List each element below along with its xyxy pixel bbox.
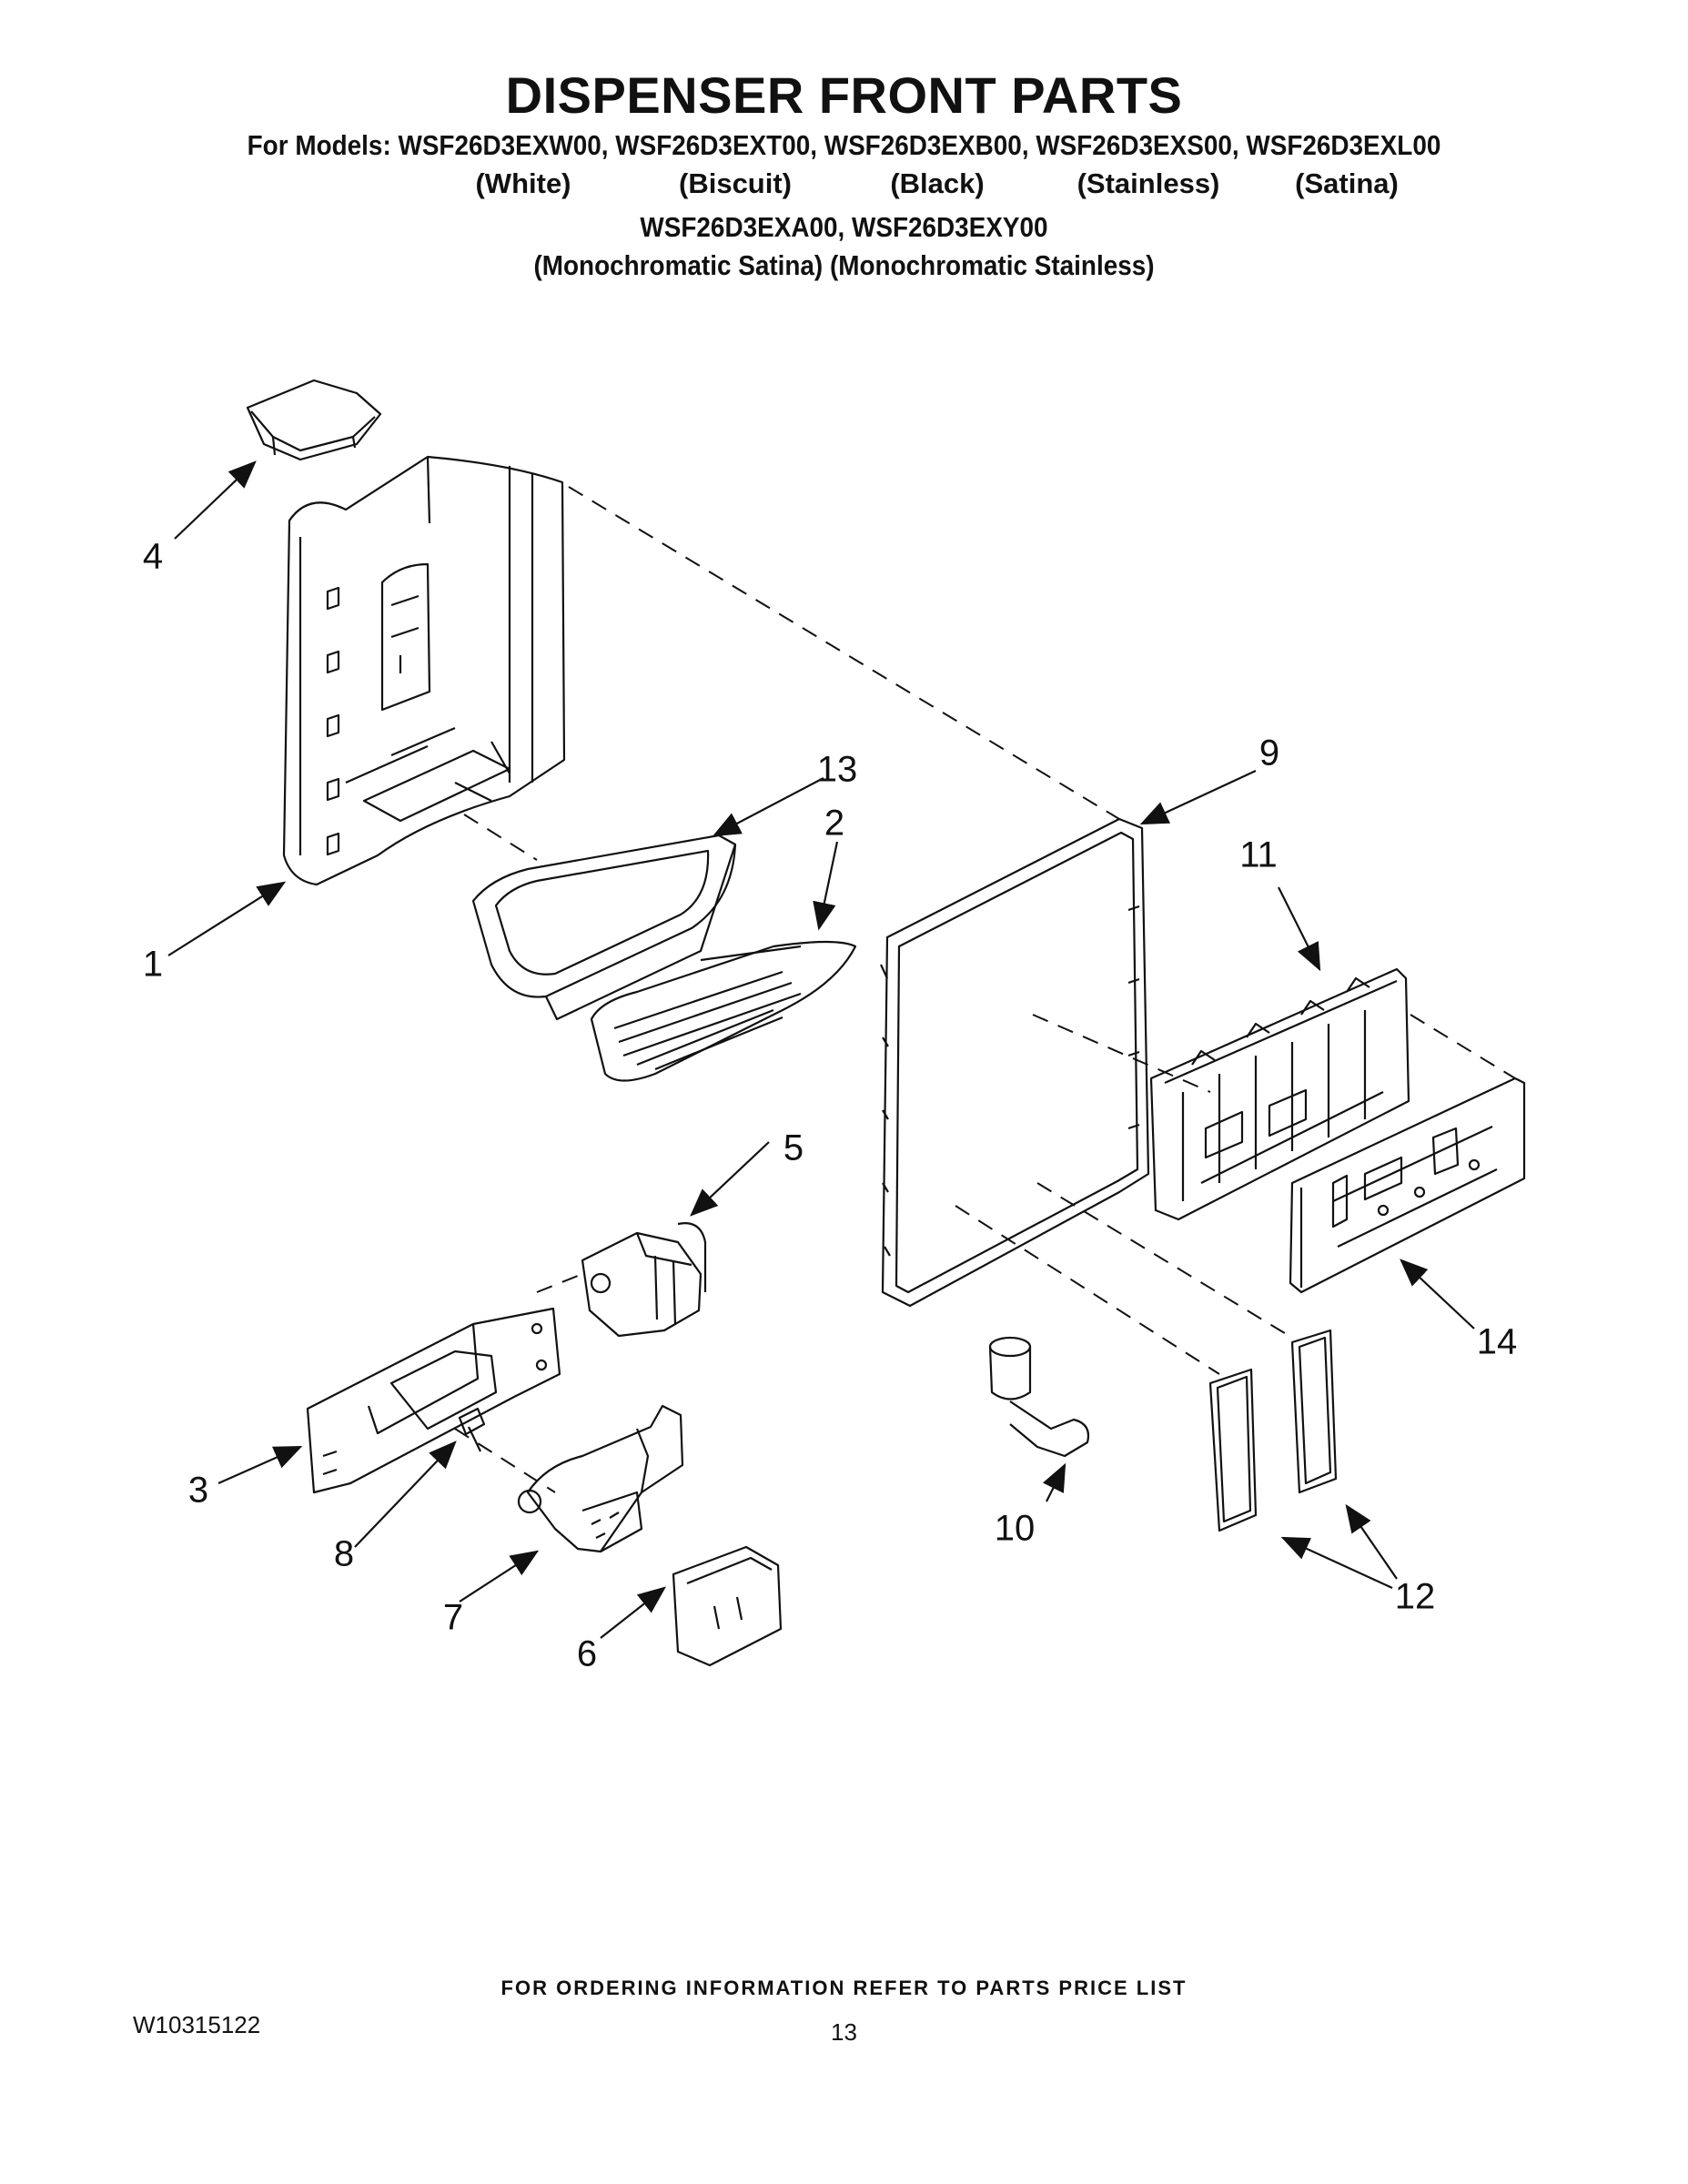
callout-2: 2 [824,803,845,844]
part-14-control-panel [1289,1077,1526,1294]
color-label-biscuit: (Biscuit) [679,167,792,199]
assembly-guide-lines [454,486,1516,1493]
part-7-actuator [517,1404,684,1553]
color-label-white: (White) [475,167,571,199]
callout-arrows [167,460,1475,1639]
part-10-fitting [988,1336,1090,1458]
callout-1: 1 [142,944,164,985]
callout-4: 4 [142,536,164,577]
part-4-retainer [246,379,382,461]
callout-7: 7 [442,1597,464,1638]
color-label-black: (Black) [890,167,985,199]
ordering-note: FOR ORDERING INFORMATION REFER TO PARTS … [500,1977,1188,1999]
part-13-drip-tray [471,834,737,1021]
part-6-pad [672,1545,783,1667]
models-line-2: WSF26D3EXA00, WSF26D3EXY00 [640,211,1048,243]
callout-12: 12 [1394,1576,1436,1617]
part-5-motor [581,1222,707,1338]
callout-3: 3 [187,1470,209,1511]
color-label-stainless: (Stainless) [1076,167,1220,199]
part-2-grille [590,940,857,1082]
part-3-bracket [306,1307,561,1494]
callout-10: 10 [994,1508,1036,1549]
callout-13: 13 [816,749,858,790]
models-line-1: For Models: WSF26D3EXW00, WSF26D3EXT00, … [247,129,1441,161]
colors-line-2: (Monochromatic Satina) (Monochromatic St… [533,249,1155,281]
callout-8: 8 [333,1533,355,1574]
callout-6: 6 [576,1633,598,1674]
part-12-buttons [1208,1329,1338,1532]
part-11-control-housing [1149,967,1410,1221]
callout-9: 9 [1258,733,1280,774]
colors-line-1: (White) (Biscuit) (Black) (Stainless) (S… [0,167,1688,204]
callout-14: 14 [1476,1321,1518,1362]
document-number: W10315122 [133,2011,261,2038]
part-1-housing [282,455,566,886]
page-title: DISPENSER FRONT PARTS [505,66,1183,124]
part-8-screw [458,1407,486,1452]
part-9-gasket [880,817,1150,1308]
color-label-satina: (Satina) [1295,167,1399,199]
callout-11: 11 [1239,834,1278,875]
page-number: 13 [831,2018,857,2046]
callout-5: 5 [783,1127,804,1168]
